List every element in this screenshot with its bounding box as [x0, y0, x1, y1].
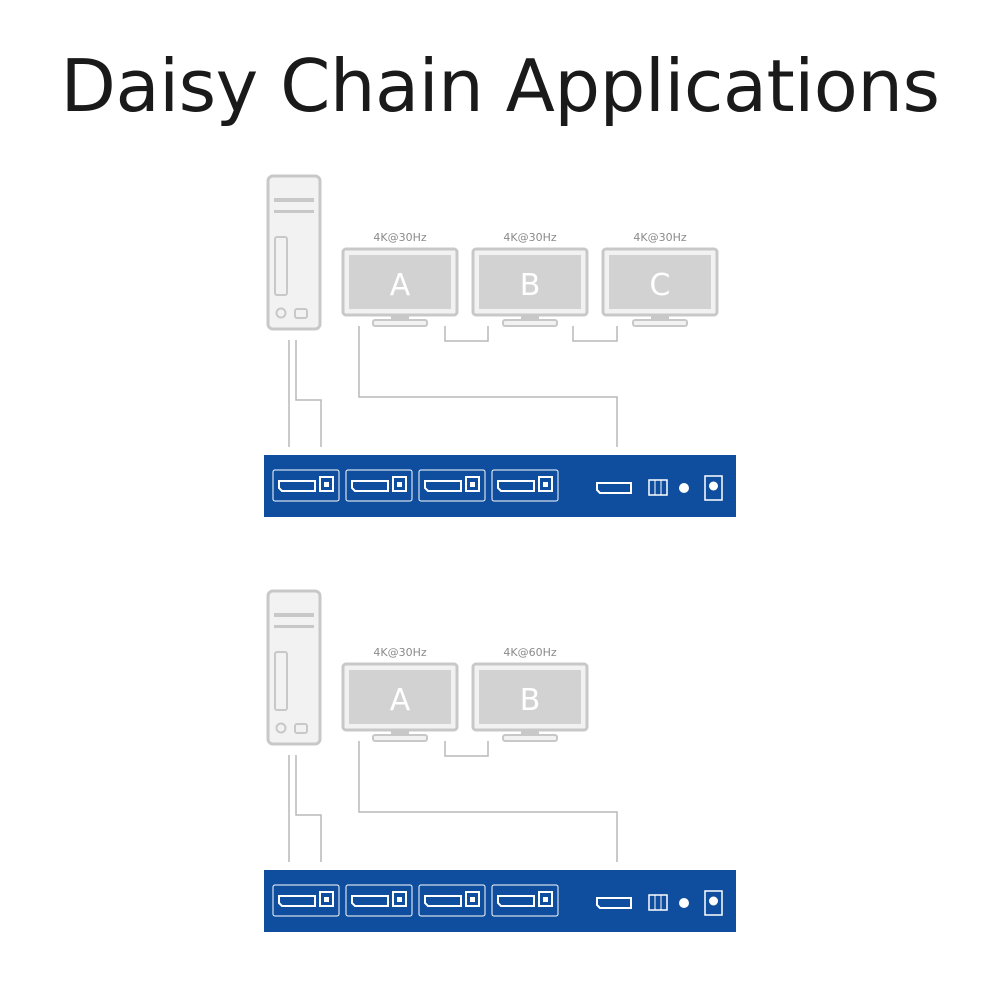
port-group-1 — [272, 469, 340, 502]
dip-switch-icon — [648, 479, 668, 496]
displayport-port-icon — [351, 895, 389, 907]
usb-b-port-icon — [538, 476, 553, 492]
port-group-2 — [345, 469, 413, 502]
kvm-switch — [264, 870, 736, 932]
tower-pc-icon — [266, 174, 322, 331]
led-indicator-icon — [679, 483, 689, 493]
usb-b-port-icon — [319, 891, 334, 907]
monitor-resolution-label: 4K@60Hz — [503, 646, 556, 659]
displayport-port-icon — [278, 480, 316, 492]
port-group-3 — [418, 884, 486, 917]
led-indicator-icon — [679, 898, 689, 908]
displayport-out-icon — [596, 897, 632, 909]
monitor-resolution-label: 4K@30Hz — [373, 646, 426, 659]
monitor-resolution-label: 4K@30Hz — [373, 231, 426, 244]
monitor-letter: B — [520, 268, 541, 303]
displayport-port-icon — [424, 480, 462, 492]
usb-b-port-icon — [538, 891, 553, 907]
monitor-letter: A — [390, 268, 411, 303]
port-group-4 — [491, 884, 559, 917]
port-group-4 — [491, 469, 559, 502]
monitor-letter: B — [520, 683, 541, 718]
usb-b-port-icon — [465, 476, 480, 492]
page-title: Daisy Chain Applications — [60, 44, 940, 128]
displayport-port-icon — [497, 895, 535, 907]
dip-switch-icon — [648, 894, 668, 911]
tower-pc-icon — [266, 589, 322, 746]
usb-b-port-icon — [392, 476, 407, 492]
usb-b-port-icon — [392, 891, 407, 907]
cables — [288, 326, 618, 447]
usb-b-port-icon — [319, 476, 334, 492]
usb-b-port-icon — [465, 891, 480, 907]
cables — [288, 741, 618, 862]
kvm-switch — [264, 455, 736, 517]
monitor-letter: A — [390, 683, 411, 718]
displayport-out-icon — [596, 482, 632, 494]
displayport-port-icon — [424, 895, 462, 907]
displayport-port-icon — [351, 480, 389, 492]
displayport-port-icon — [278, 895, 316, 907]
port-group-3 — [418, 469, 486, 502]
port-group-2 — [345, 884, 413, 917]
displayport-port-icon — [497, 480, 535, 492]
monitor-resolution-label: 4K@30Hz — [633, 231, 686, 244]
port-group-1 — [272, 884, 340, 917]
power-jack-icon — [704, 475, 723, 501]
monitor-resolution-label: 4K@30Hz — [503, 231, 556, 244]
power-jack-icon — [704, 890, 723, 916]
monitor-letter: C — [650, 268, 671, 303]
